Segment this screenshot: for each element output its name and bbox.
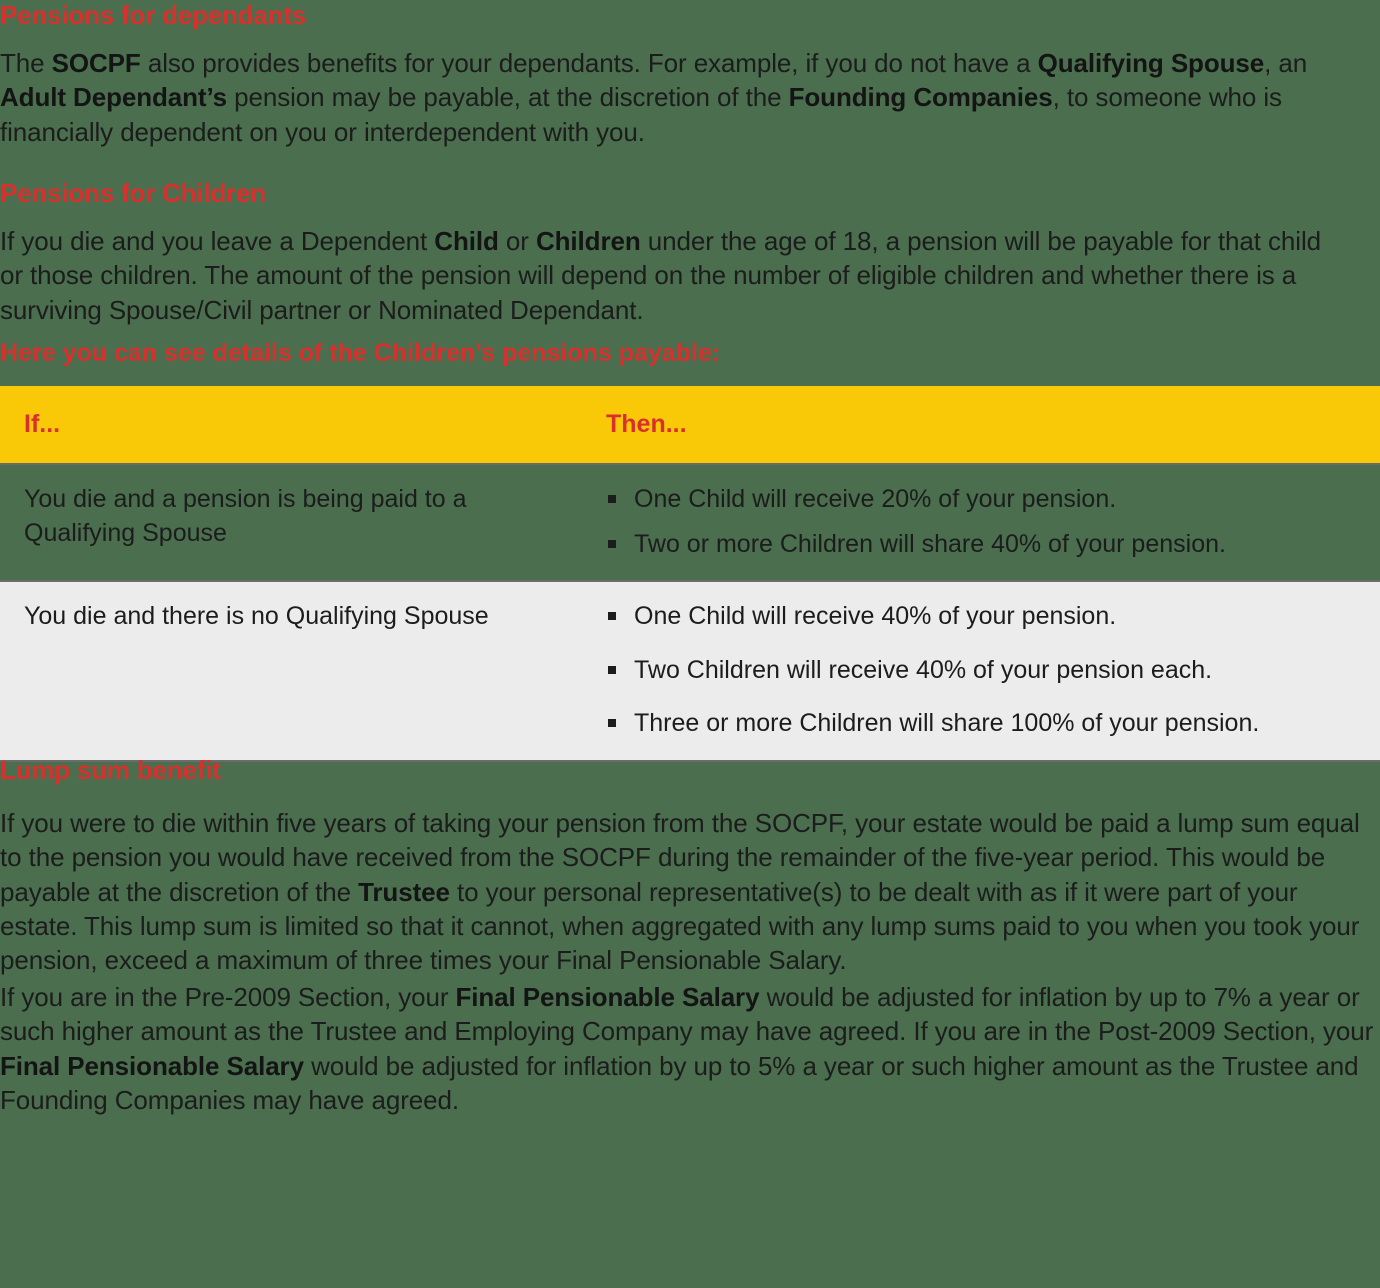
childrens-pensions-table: If... Then... You die and a pension is b…	[0, 386, 1380, 762]
list-item-label: Two or more Children will share 40% of y…	[634, 529, 1226, 558]
section-heading-children: Pensions for Children	[0, 178, 266, 208]
square-bullet-icon	[608, 612, 616, 620]
childrens-pensions-table-wrapper: If... Then... You die and a pension is b…	[0, 386, 1380, 762]
section-heading-dependants: Pensions for dependants	[0, 0, 307, 30]
square-bullet-icon	[608, 665, 616, 674]
list-item-label: Three or more Children will share 100% o…	[634, 709, 1260, 737]
table-cell-outcomes: One Child will receive 40% of your pensi…	[582, 581, 1380, 762]
table-cell-condition: You die and a pension is being paid to a…	[0, 464, 582, 582]
square-bullet-icon	[608, 719, 616, 727]
list-item: Two or more Children will share 40% of y…	[606, 528, 1360, 561]
paragraph-lump-sum-2: If you are in the Pre-2009 Section, your…	[0, 982, 1374, 1115]
list-item: Three or more Children will share 100% o…	[606, 707, 1360, 740]
paragraph-children: If you die and you leave a Dependent Chi…	[0, 226, 1322, 325]
paragraph-lump-sum-1: If you were to die within five years of …	[0, 808, 1360, 976]
paragraph-dependants: The SOCPF also provides benefits for you…	[0, 48, 1308, 147]
square-bullet-icon	[608, 539, 616, 548]
table-header-row: If... Then...	[0, 386, 1380, 464]
outcome-list: One Child will receive 20% of your pensi…	[606, 483, 1360, 560]
square-bullet-icon	[608, 495, 616, 503]
list-item-label: One Child will receive 20% of your pensi…	[634, 485, 1117, 513]
list-item-label: One Child will receive 40% of your pensi…	[634, 602, 1117, 630]
table-cell-condition: You die and there is no Qualifying Spous…	[0, 581, 582, 762]
table-header-then: Then...	[582, 386, 1380, 464]
outcome-list: One Child will receive 40% of your pensi…	[606, 600, 1360, 740]
list-item-label: Two Children will receive 40% of your pe…	[634, 655, 1213, 684]
table-row: You die and there is no Qualifying Spous…	[0, 581, 1380, 762]
table-header: If... Then...	[0, 386, 1380, 464]
table-intro-heading: Here you can see details of the Children…	[0, 339, 721, 367]
list-item: One Child will receive 20% of your pensi…	[606, 483, 1360, 516]
section-heading-lump-sum: Lump sum benefit	[0, 755, 221, 785]
list-item: One Child will receive 40% of your pensi…	[606, 600, 1360, 633]
table-row: You die and a pension is being paid to a…	[0, 464, 1380, 582]
table-header-if: If...	[0, 386, 582, 464]
table-cell-outcomes: One Child will receive 20% of your pensi…	[582, 464, 1380, 582]
table-body: You die and a pension is being paid to a…	[0, 464, 1380, 762]
list-item: Two Children will receive 40% of your pe…	[606, 654, 1360, 687]
